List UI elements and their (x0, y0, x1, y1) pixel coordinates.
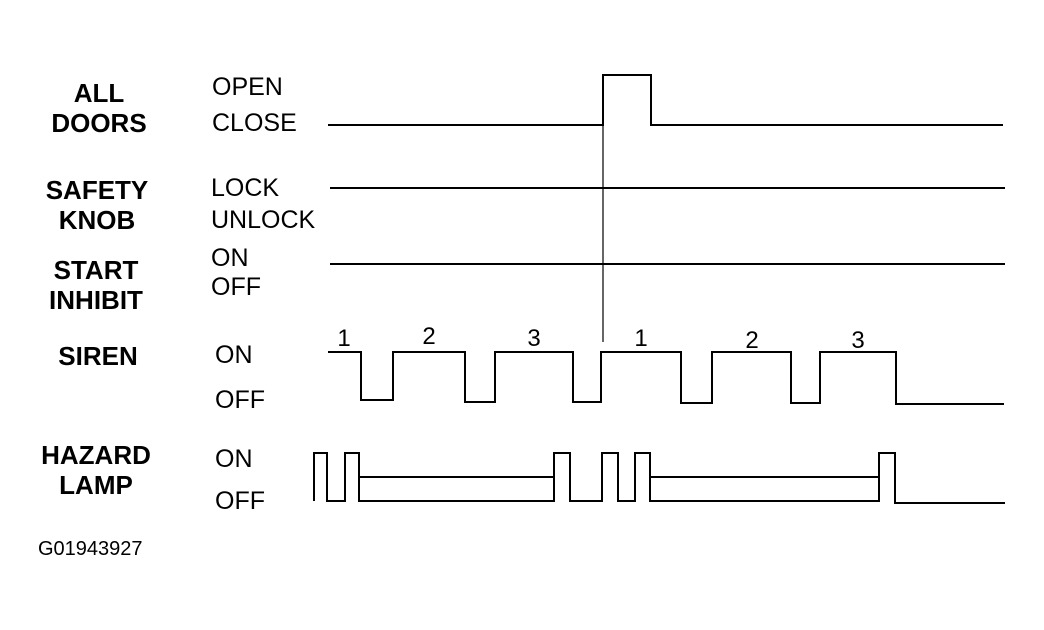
state-labels: OPEN CLOSE LOCK UNLOCK ON OFF ON OFF ON … (211, 73, 316, 515)
signal-names: ALL DOORS SAFETY KNOB START INHIBIT SIRE… (41, 78, 151, 500)
all-doors-state-low: CLOSE (212, 109, 297, 137)
start-inhibit-state-high: ON (211, 244, 249, 272)
siren-pulse-number: 2 (422, 323, 435, 350)
safety-knob-state-low: UNLOCK (211, 206, 316, 234)
start-inhibit-label-line1: START (54, 255, 139, 285)
safety-knob-label-line2: KNOB (59, 205, 136, 235)
figure-id: G01943927 (38, 538, 143, 560)
siren-pulse-number: 3 (851, 327, 864, 354)
all-doors-state-high: OPEN (212, 73, 283, 101)
siren-state-low: OFF (215, 386, 265, 414)
siren-pulse-number: 3 (527, 325, 540, 352)
start-inhibit-state-low: OFF (211, 273, 261, 301)
hazard-lamp-label-line1: HAZARD (41, 440, 151, 470)
siren-pulse-number: 1 (634, 325, 647, 352)
all-doors-waveform (328, 74, 1003, 126)
siren-pulse-number: 1 (337, 325, 350, 352)
waveforms (313, 74, 1005, 504)
siren-pulse-number: 2 (745, 327, 758, 354)
safety-knob-label-line1: SAFETY (46, 175, 149, 205)
hazard-lamp-label-line2: LAMP (59, 470, 133, 500)
all-doors-label-line2: DOORS (51, 108, 146, 138)
all-doors-label-line1: ALL (74, 78, 125, 108)
siren-waveform (328, 351, 1004, 405)
hazard-lamp-state-low: OFF (215, 487, 265, 515)
siren-label: SIREN (58, 341, 137, 371)
hazard-lamp-waveform (313, 452, 1005, 504)
siren-state-high: ON (215, 341, 253, 369)
siren-pulse-numbers: 1 2 3 1 2 3 (337, 323, 864, 354)
hazard-lamp-state-high: ON (215, 445, 253, 473)
safety-knob-state-high: LOCK (211, 174, 279, 202)
start-inhibit-label-line2: INHIBIT (49, 285, 143, 315)
